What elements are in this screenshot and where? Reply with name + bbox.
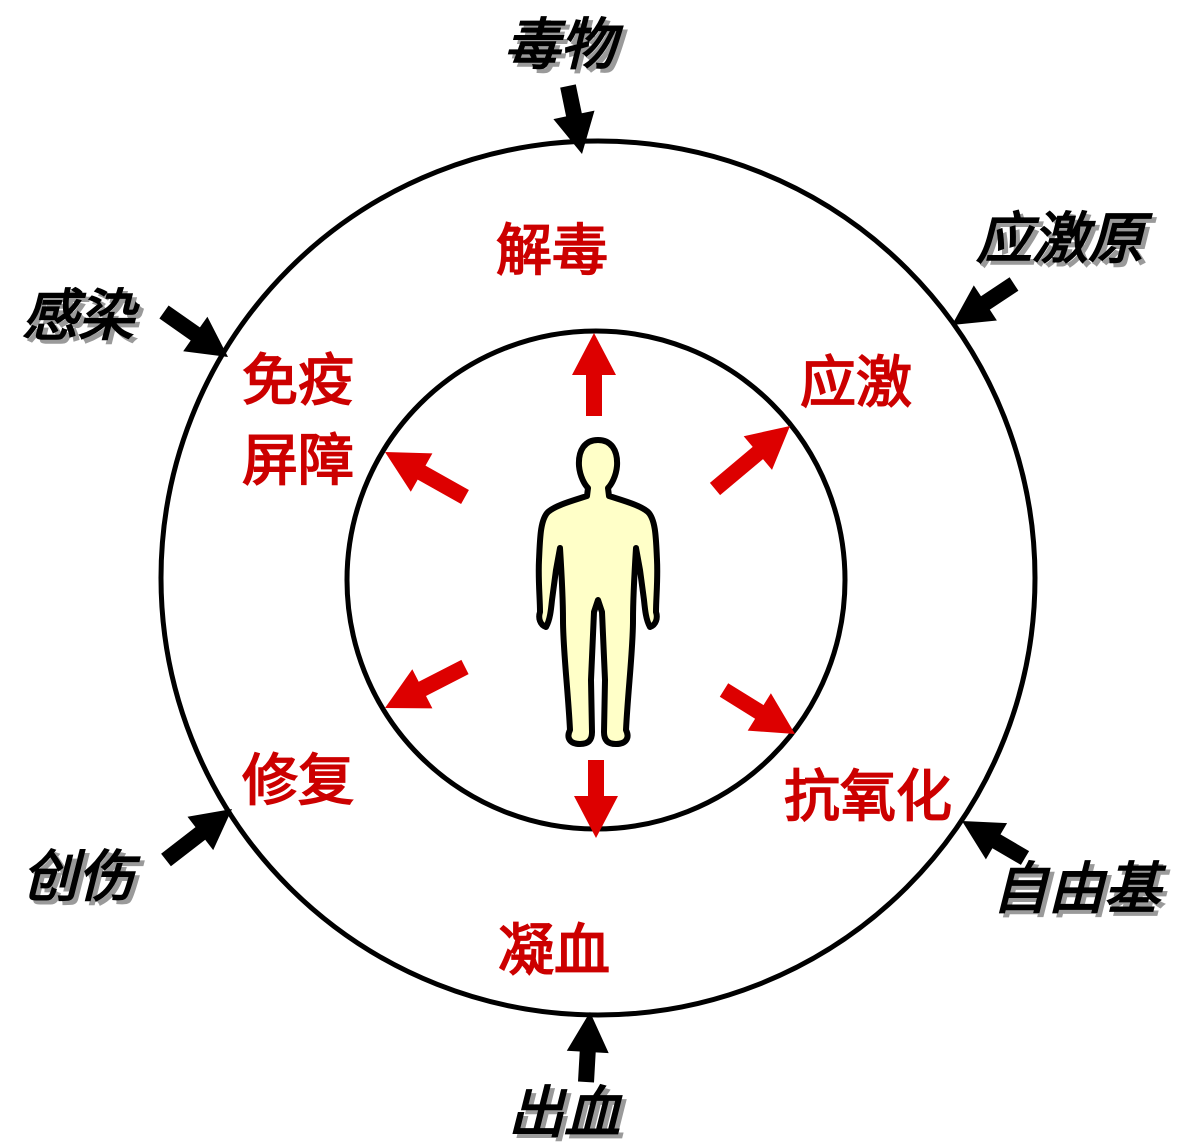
threat-label-lower-left: 创伤: [22, 845, 141, 910]
defense-label-upper-left-line1: 免疫: [242, 349, 354, 414]
threat-arrow-bottom: [566, 1012, 609, 1083]
defense-label-upper-left-line2: 屏障: [242, 429, 354, 494]
threat-label-upper-left-shadow: 感染: [26, 288, 145, 353]
threat-label-lower-right-group: 自由基 自由基: [992, 857, 1171, 926]
threat-label-top-group: 毒物 毒物: [504, 13, 628, 82]
defense-arrow-lower-right: [719, 683, 795, 734]
defense-label-lower-left: 修复: [242, 749, 354, 814]
threat-label-upper-right-shadow: 应激原: [979, 211, 1157, 276]
outer-ring: [158, 138, 1038, 1018]
threat-arrow-upper-right: [952, 277, 1019, 325]
threat-arrow-top: [553, 84, 595, 154]
threat-label-top: 毒物: [504, 13, 624, 78]
defense-label-lower-right: 抗氧化: [784, 765, 952, 830]
threat-label-top-shadow: 毒物: [508, 17, 628, 82]
defense-arrow-upper-left: [385, 452, 469, 504]
defense-label-upper-right: 应激: [800, 351, 912, 416]
threat-arrow-lower-right: [962, 821, 1030, 865]
defense-label-top: 解毒: [496, 219, 608, 284]
threat-arrow-lower-left: [161, 809, 232, 867]
threat-label-lower-left-group: 创伤 创伤: [22, 845, 145, 914]
threat-label-lower-left-shadow: 创伤: [26, 849, 145, 914]
threat-label-upper-right-group: 应激原 应激原: [975, 207, 1157, 276]
human-body-icon: [535, 437, 661, 747]
defense-arrow-upper-right: [709, 426, 790, 496]
defense-label-bottom: 凝血: [498, 919, 610, 984]
threat-label-lower-right-shadow: 自由基: [996, 861, 1171, 926]
threat-label-upper-right: 应激原: [975, 207, 1153, 272]
threat-label-upper-left: 感染: [22, 284, 141, 349]
threat-label-upper-left-group: 感染 感染: [22, 284, 145, 353]
threat-arrow-upper-left: [159, 305, 228, 357]
threat-label-lower-right: 自由基: [992, 857, 1167, 922]
threat-label-bottom-shadow: 出血: [512, 1085, 627, 1145]
defense-arrow-bottom: [574, 760, 618, 838]
defense-arrow-lower-left: [385, 659, 469, 709]
defense-arrow-top: [572, 333, 616, 416]
threat-label-bottom-group: 出血 出血: [508, 1081, 627, 1145]
threat-label-bottom: 出血: [508, 1081, 623, 1145]
